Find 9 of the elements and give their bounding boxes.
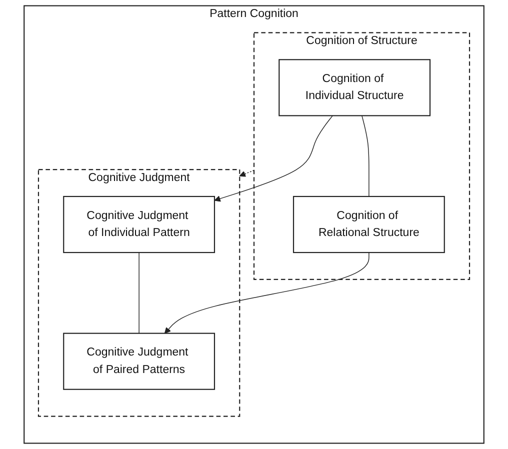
arrow — [214, 115, 333, 202]
node-box: Cognitive Judgment of Paired Patterns — [63, 332, 216, 390]
arrow — [164, 252, 370, 334]
arrow — [239, 170, 254, 177]
connector — [138, 252, 140, 334]
node-box: Cognition of Relational Structure — [292, 196, 445, 254]
connector — [362, 115, 370, 197]
node-box: Cognitive Judgment of Individual Pattern — [63, 196, 216, 254]
node-box: Cognition of Individual Structure — [278, 59, 431, 116]
